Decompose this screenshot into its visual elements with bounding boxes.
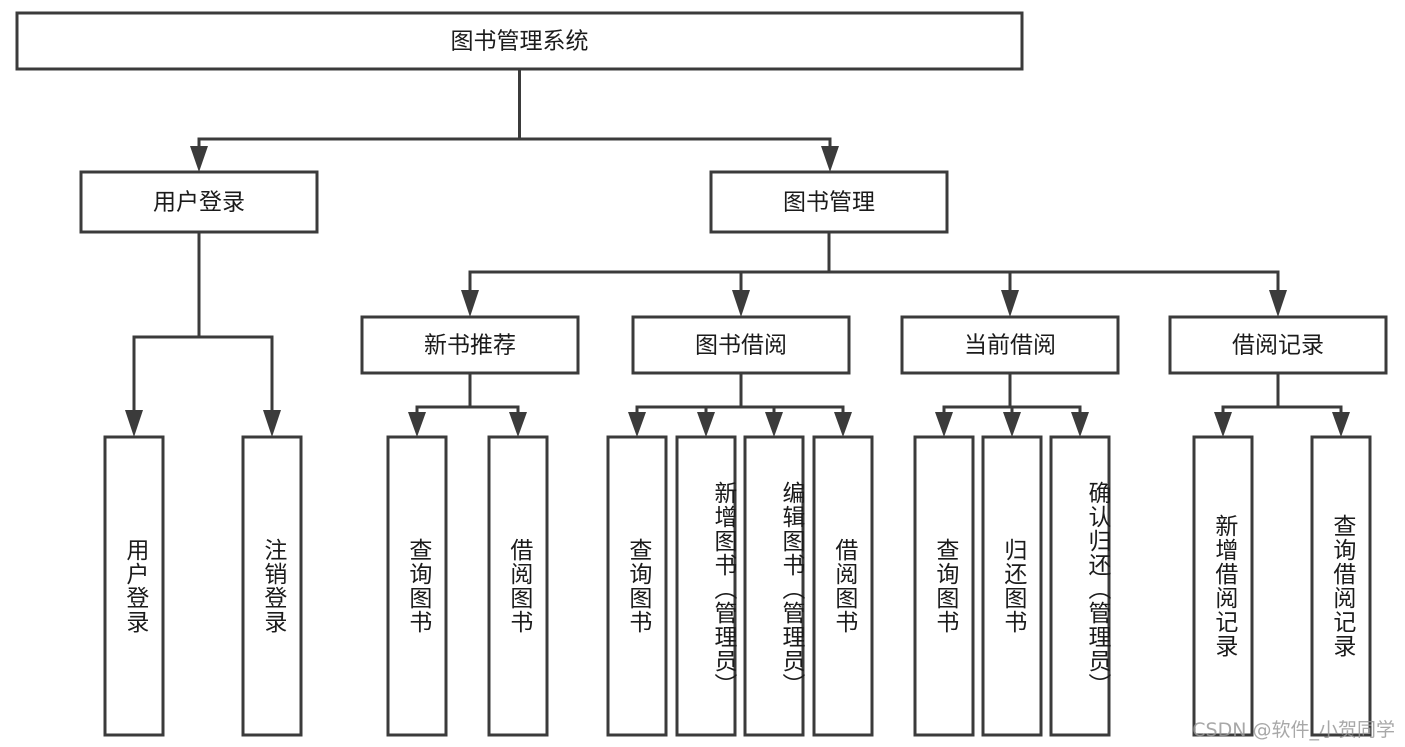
connectors-bookmanage-to-level3 <box>461 230 1287 317</box>
leaf-box-borrow-query[interactable] <box>606 435 668 737</box>
arrow-head-borrow-record <box>1269 290 1287 317</box>
node-root-label: 图书管理系统 <box>451 29 589 55</box>
node-current-borrow-box[interactable] <box>900 315 1120 375</box>
arrow-head-leaf-cur-query <box>935 412 953 437</box>
node-book-manage-box[interactable] <box>709 170 949 234</box>
arrow-head-leaf-cur-confirm <box>1071 412 1089 437</box>
node-new-book-rec-label: 新书推荐 <box>424 333 516 359</box>
arrow-head-leaf-rec-query <box>408 412 426 437</box>
arrow-head-leaf-rec-query2 <box>1332 412 1350 437</box>
arrow-head-user-login <box>190 146 208 172</box>
csdn-watermark: CSDN @软件_小贺同学 <box>1192 719 1395 741</box>
arrow-head-leaf-rec-borrow <box>509 412 527 437</box>
arrow-head-leaf-user-login <box>125 410 143 437</box>
node-new-book-rec[interactable]: 新书推荐 <box>360 315 580 375</box>
arrow-head-book-borrow <box>732 290 750 317</box>
node-book-borrow[interactable]: 图书借阅 <box>631 315 851 375</box>
arrow-head-leaf-cur-return <box>1003 412 1021 437</box>
connectors-newbookrec-to-leaves <box>408 371 527 437</box>
node-borrow-record-box[interactable] <box>1168 315 1388 375</box>
arrow-head-leaf-borrow-edit <box>765 412 783 437</box>
leaf-box-borrow-edit[interactable] <box>743 435 805 737</box>
node-book-borrow-label: 图书借阅 <box>695 333 787 359</box>
arrow-head-leaf-user-logout <box>263 410 281 437</box>
node-book-manage-label: 图书管理 <box>783 190 875 216</box>
leaf-box-user-logout[interactable] <box>241 435 303 737</box>
node-borrow-record[interactable]: 借阅记录 <box>1168 315 1388 375</box>
node-book-borrow-box[interactable] <box>631 315 851 375</box>
node-borrow-record-label: 借阅记录 <box>1232 333 1324 359</box>
leaf-box-rec-add[interactable] <box>1192 435 1254 737</box>
leaf-box-rec-query[interactable] <box>386 435 448 737</box>
node-current-borrow-label: 当前借阅 <box>964 333 1056 359</box>
arrow-head-leaf-borrow-lend <box>834 412 852 437</box>
connectors-root-to-level2 <box>190 67 839 172</box>
leaf-box-rec-query2[interactable] <box>1310 435 1372 737</box>
leaf-box-cur-return[interactable] <box>981 435 1043 737</box>
connectors-currentborrow-to-leaves <box>935 371 1089 437</box>
arrow-head-new-book-rec <box>461 290 479 317</box>
leaf-box-user-login[interactable] <box>103 435 165 737</box>
node-root-box[interactable] <box>15 11 1024 71</box>
node-user-login[interactable]: 用户登录 <box>79 170 319 234</box>
node-book-manage[interactable]: 图书管理 <box>709 170 949 234</box>
node-user-login-label: 用户登录 <box>153 190 245 216</box>
connectors-bookborrow-to-leaves <box>628 371 852 437</box>
node-current-borrow[interactable]: 当前借阅 <box>900 315 1120 375</box>
connectors-borrowrecord-to-leaves <box>1214 371 1350 437</box>
leaf-box-cur-query[interactable] <box>913 435 975 737</box>
leaf-box-borrow-lend[interactable] <box>812 435 874 737</box>
arrow-head-current-borrow <box>1001 290 1019 317</box>
leaf-boxes <box>103 435 1372 737</box>
node-root[interactable]: 图书管理系统 <box>15 11 1024 71</box>
leaf-box-rec-borrow[interactable] <box>487 435 549 737</box>
leaf-box-cur-confirm[interactable] <box>1049 435 1111 737</box>
arrow-head-leaf-borrow-query <box>628 412 646 437</box>
arrow-head-leaf-borrow-add <box>697 412 715 437</box>
node-user-login-box[interactable] <box>79 170 319 234</box>
leaf-box-borrow-add[interactable] <box>675 435 737 737</box>
arrow-head-leaf-rec-add <box>1214 412 1232 437</box>
node-new-book-rec-box[interactable] <box>360 315 580 375</box>
arrow-head-book-manage <box>821 146 839 172</box>
connectors-userlogin-to-leaves <box>125 230 281 437</box>
